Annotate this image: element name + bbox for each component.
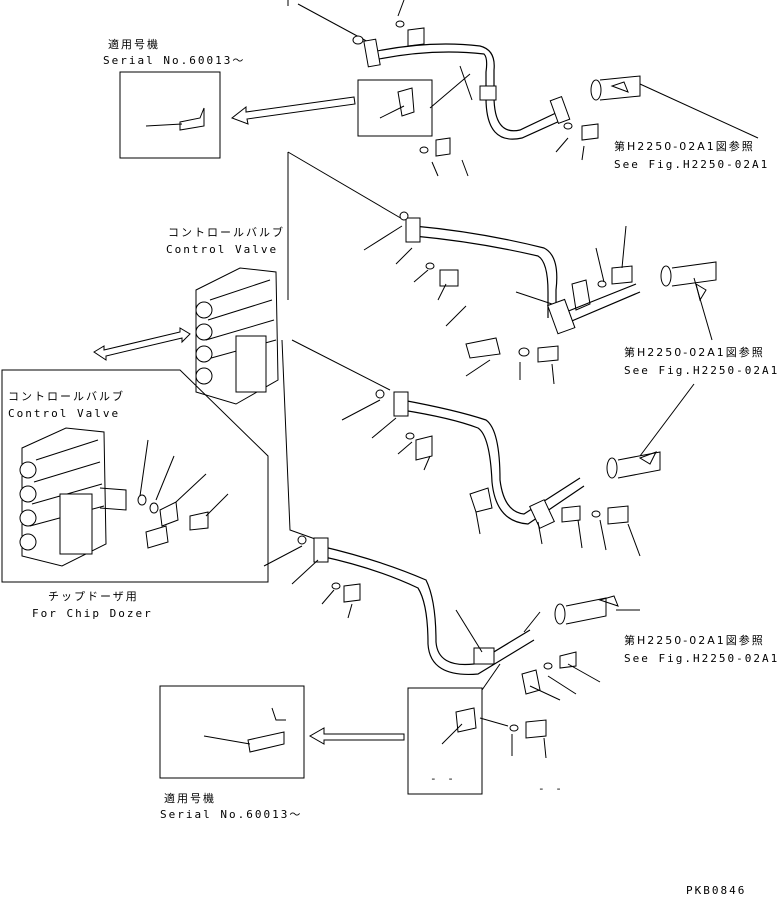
doc-code: PKB0846: [686, 884, 747, 897]
ref1-jp-label: 第H2250-02A1図参照: [614, 140, 755, 153]
top-detail-box: [357, 79, 433, 137]
bottom-detail-box: [407, 687, 483, 795]
top-serial-jp-label: 適用号機: [108, 38, 160, 51]
small-note-2: - -: [538, 782, 564, 795]
pipe-2: [413, 225, 558, 316]
chip-dozer-jp-label: チップドーザ用: [48, 590, 139, 603]
control-valve-jp-label: コントロールバルブ: [168, 226, 285, 239]
bottom-serial-jp-label: 適用号機: [164, 792, 216, 805]
bottom-serial-box: [159, 685, 305, 779]
ref1-en-label: See Fig.H2250-02A1: [614, 158, 770, 171]
bottom-serial-label: Serial No.60013～: [160, 808, 303, 821]
ref2-en-label: See Fig.H2250-02A1: [624, 364, 780, 377]
ref3-leader: [639, 383, 695, 457]
chip-dozer-label: For Chip Dozer: [32, 607, 153, 620]
top-pipe: [371, 43, 559, 132]
control-valve-main: [195, 267, 279, 405]
top-serial-label: Serial No.60013～: [103, 54, 246, 67]
inset-valve: [19, 427, 127, 567]
pipe-3: [401, 399, 581, 515]
chip-dozer-inset: [1, 369, 269, 583]
inset-valve-jp-label: コントロールバルブ: [8, 390, 125, 403]
arrow-to-bottom-box: [308, 727, 405, 745]
top-serial-box: [119, 71, 221, 159]
arrow-to-top-box: [230, 96, 356, 125]
double-arrow: [93, 327, 191, 361]
inset-valve-label: Control Valve: [8, 407, 121, 420]
pipe-4: [319, 545, 531, 666]
ref3-jp-label: 第H2250-02A1図参照: [624, 634, 765, 647]
ref3-en-label: See Fig.H2250-02A1: [624, 652, 780, 665]
small-box-note: - -: [430, 772, 456, 785]
ref2-jp-label: 第H2250-02A1図参照: [624, 346, 765, 359]
control-valve-label: Control Valve: [166, 243, 279, 256]
ref1-leader: [639, 83, 759, 139]
top-serial-bracket: [179, 107, 205, 131]
